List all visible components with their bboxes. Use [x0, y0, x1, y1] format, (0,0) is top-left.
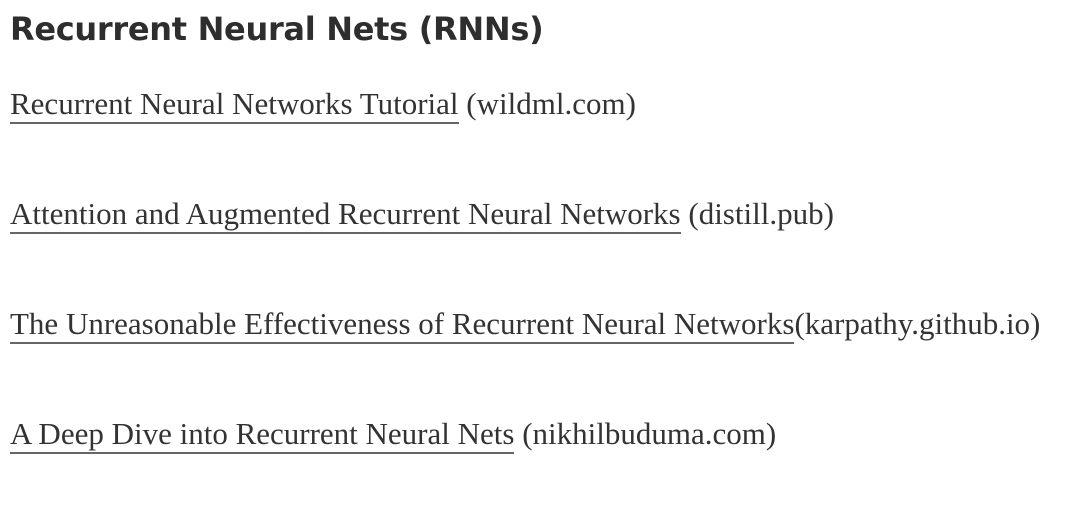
- link-title-a-deep-dive-into-recurrent-neural-nets[interactable]: A Deep Dive into Recurrent Neural Nets: [10, 416, 515, 454]
- page-title: Recurrent Neural Nets (RNNs): [10, 10, 544, 48]
- link-title-attention-and-augmented-recurrent-neural-networks[interactable]: Attention and Augmented Recurrent Neural…: [10, 196, 681, 234]
- link-list: Recurrent Neural Networks Tutorial (wild…: [10, 76, 1072, 462]
- link-source-nikhilbuduma: (nikhilbuduma.com): [522, 416, 777, 451]
- link-source-wildml: (wildml.com): [466, 86, 636, 121]
- link-source-karpathy-github-io: (karpathy.github.io): [794, 306, 1041, 341]
- link-source-distill: (distill.pub): [688, 196, 834, 231]
- link-title-the-unreasonable-effectiveness-of-recurrent-neural-networks[interactable]: The Unreasonable Effectiveness of Recurr…: [10, 306, 795, 344]
- list-item: Recurrent Neural Networks Tutorial (wild…: [10, 76, 1070, 132]
- list-item: The Unreasonable Effectiveness of Recurr…: [10, 296, 1070, 352]
- list-item: Attention and Augmented Recurrent Neural…: [10, 186, 1070, 242]
- link-title-recurrent-neural-networks-tutorial[interactable]: Recurrent Neural Networks Tutorial: [10, 86, 459, 124]
- list-item: A Deep Dive into Recurrent Neural Nets (…: [10, 406, 1070, 462]
